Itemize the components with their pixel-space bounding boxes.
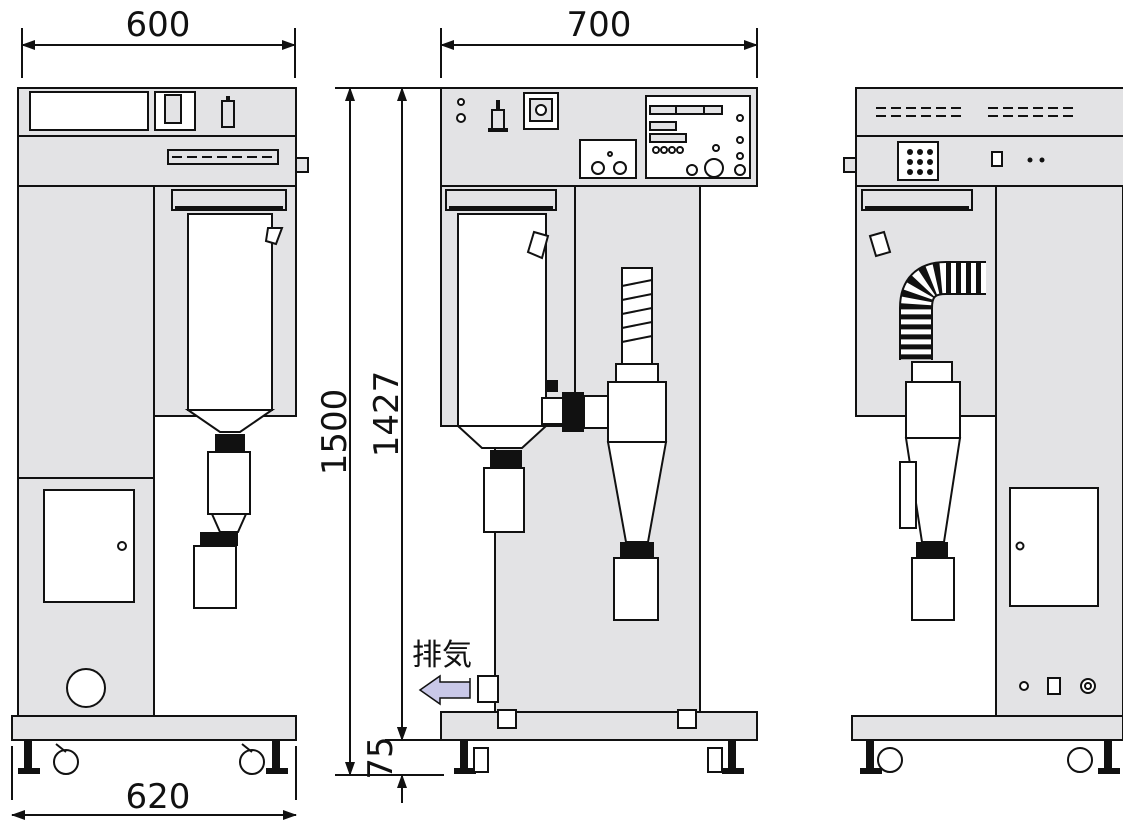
dim-left-top-width: 600 — [126, 5, 191, 45]
dim-total-height: 1500 — [315, 389, 355, 476]
left-side-view: 600 — [11, 5, 309, 820]
dim-center-width: 700 — [567, 5, 632, 45]
center-front-view: 700 — [412, 5, 758, 774]
dim-body-height: 1427 — [367, 371, 407, 458]
height-dimensions: 1500 1427 75 — [315, 87, 444, 803]
dim-base-height: 75 — [361, 736, 401, 779]
right-rear-view — [843, 87, 1123, 774]
dim-left-bottom-width: 620 — [126, 777, 191, 817]
exhaust-label: 排気 — [412, 638, 472, 673]
exhaust-arrow — [418, 674, 471, 706]
